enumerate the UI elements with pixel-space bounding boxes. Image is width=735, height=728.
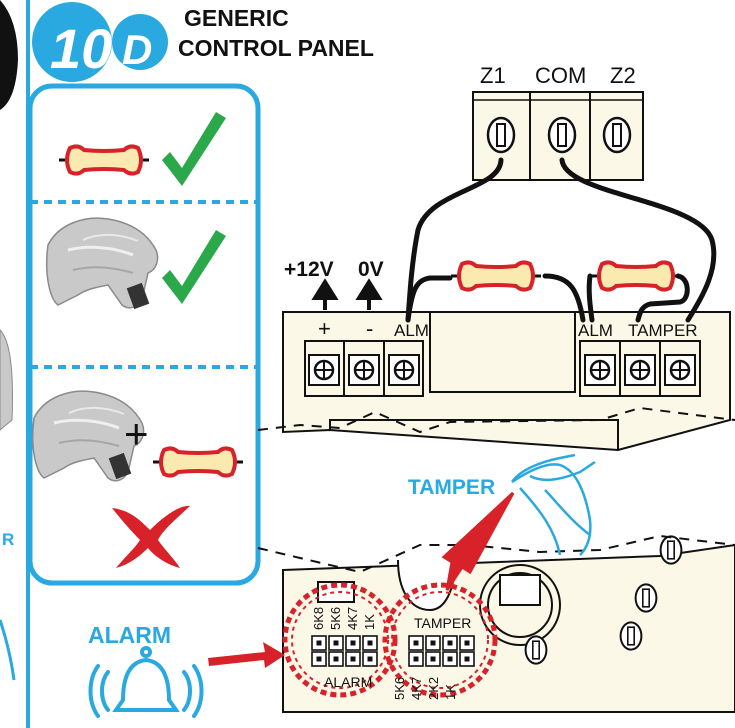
cross-icon — [112, 505, 190, 568]
label-0v: 0V — [358, 258, 384, 281]
detector-board-top: +12V 0V + - ALM ALM TAMPER — [282, 258, 731, 452]
label-plus: + — [318, 316, 331, 341]
label-minus: - — [366, 316, 373, 341]
terminal-label-z2: Z2 — [610, 63, 636, 88]
title-line-1: GENERIC — [184, 5, 289, 31]
legend-tamper-plus-resistor-wrong: + — [31, 389, 245, 568]
tamper-jumper-label: 4K7 — [409, 677, 424, 700]
partial-label-r: R — [2, 530, 14, 549]
terminal-label-com: COM — [535, 63, 586, 88]
terminal-label-z1: Z1 — [480, 63, 506, 88]
label-alm-right: ALM — [578, 321, 613, 340]
tamper-jumper-block: TAMPER 5K6 4K7 2K2 1K — [382, 582, 498, 700]
legend-panel: + — [27, 83, 261, 586]
alarm-jumper-label: 5K6 — [328, 607, 343, 630]
arrow-icon — [208, 642, 285, 668]
label-plus-12v: +12V — [284, 258, 334, 281]
left-cropped-area: R — [0, 0, 18, 681]
tamper-callout-label: TAMPER — [408, 476, 495, 499]
step-letter: D — [122, 26, 152, 73]
tamper-jumper-label: 2K2 — [426, 677, 441, 700]
label-tamper-right: TAMPER — [628, 321, 698, 340]
resistor-tamper — [589, 260, 683, 292]
arrow-icon — [441, 491, 515, 591]
arrow-up-icon — [311, 278, 339, 310]
checkmark-icon — [162, 112, 226, 186]
alarm-block-label: ALARM — [324, 674, 372, 690]
alarm-callout-label: ALARM — [88, 622, 171, 648]
step-number: 10 — [50, 17, 112, 80]
alarm-jumper-label: 4K7 — [345, 607, 360, 630]
tamper-pin-icon — [126, 282, 150, 310]
wiring — [405, 157, 717, 323]
tamper-block-label: TAMPER — [414, 615, 471, 631]
alarm-jumper-label: 6K8 — [311, 607, 326, 630]
resistor-alarm — [449, 260, 543, 292]
step-badge: 10 D — [32, 2, 168, 82]
legend-resistor-ok — [57, 112, 226, 186]
arrow-up-icon — [355, 278, 383, 310]
alarm-jumper-label: 1K — [362, 614, 377, 630]
plus-sign: + — [124, 410, 149, 457]
bell-icon — [88, 646, 204, 718]
title-line-2: CONTROL PANEL — [178, 35, 374, 61]
alarm-jumper-block: 6K8 5K6 4K7 1K ALARM — [282, 582, 398, 698]
tamper-pin-icon — [108, 452, 132, 480]
label-alm-left: ALM — [394, 321, 429, 340]
pliers-icon — [510, 453, 596, 556]
tamper-jumper-label: 1K — [443, 684, 458, 700]
tamper-jumper-label: 5K6 — [392, 677, 407, 700]
legend-tamper-ok — [45, 216, 226, 310]
checkmark-icon — [162, 230, 226, 304]
detector-board-bottom — [282, 535, 735, 713]
